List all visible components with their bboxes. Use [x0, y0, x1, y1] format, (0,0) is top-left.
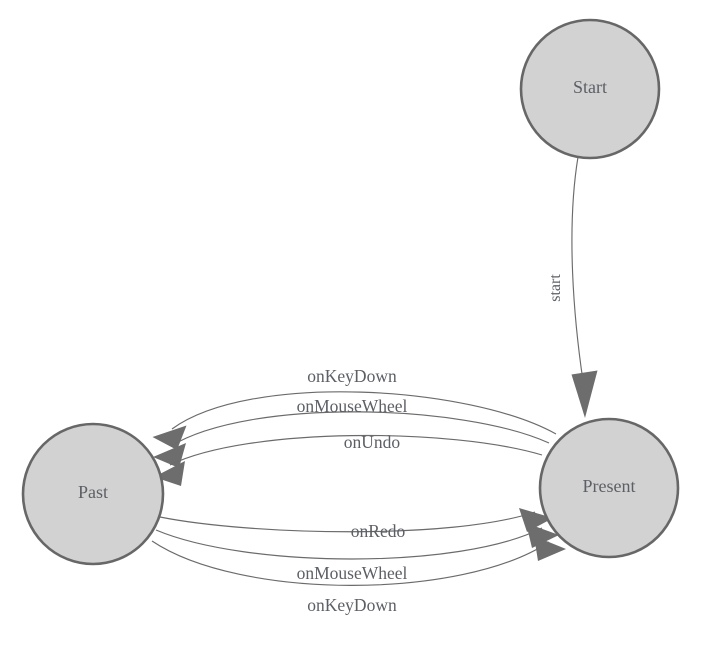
- node-present-circle: [538, 417, 680, 559]
- edge-label-present-to-past-onmousewheel: onMouseWheel: [297, 396, 408, 416]
- edge-present-to-past-onkeydown-path: [171, 391, 557, 435]
- node-present-label: Present: [583, 476, 636, 496]
- edge-past-to-present-onredo-path: [159, 511, 536, 533]
- edge-present-to-past-onmousewheel-path: [170, 411, 550, 447]
- edge-present-to-past-onundo-path: [169, 434, 543, 466]
- node-start-label: Start: [573, 77, 607, 97]
- edge-label-past-to-present-onmousewheel: onMouseWheel: [297, 563, 408, 583]
- arrowhead-past-to-present-onkeydown: [534, 536, 566, 561]
- arrowhead-past-to-present-onmousewheel: [526, 523, 559, 548]
- arrowhead-present-to-past-onundo: [154, 461, 185, 486]
- edge-label-present-to-past-onkeydown: onKeyDown: [307, 366, 397, 386]
- edge-label-start: start: [547, 274, 564, 302]
- edge-present-to-past-onkeydown[interactable]: onKeyDown: [152, 366, 557, 450]
- edge-label-past-to-present-onkeydown: onKeyDown: [307, 595, 397, 615]
- edge-start-to-present-path: [571, 156, 584, 382]
- edge-past-to-present-onkeydown-path: [151, 540, 550, 586]
- edge-label-past-to-present-onredo: onRedo: [351, 521, 406, 541]
- node-past-label: Past: [78, 482, 108, 502]
- edge-past-to-present-onkeydown[interactable]: onKeyDown: [151, 536, 566, 615]
- edge-present-to-past-onundo[interactable]: onUndo: [154, 432, 543, 486]
- node-past[interactable]: Past: [21, 422, 165, 566]
- edge-start-to-present[interactable]: start: [547, 156, 598, 418]
- node-start[interactable]: Start: [519, 18, 661, 160]
- edge-label-present-to-past-onundo: onUndo: [344, 432, 401, 452]
- edge-past-to-present-onredo[interactable]: onRedo: [159, 508, 553, 541]
- edge-past-to-present-onmousewheel-path: [155, 527, 543, 560]
- arrowhead-present-to-past-onkeydown: [152, 425, 187, 450]
- node-present[interactable]: Present: [538, 417, 680, 559]
- node-past-circle: [21, 422, 165, 566]
- edge-past-to-present-onmousewheel[interactable]: onMouseWheel: [155, 523, 559, 583]
- arrowhead-start-to-present: [571, 370, 598, 418]
- node-start-circle: [519, 18, 661, 160]
